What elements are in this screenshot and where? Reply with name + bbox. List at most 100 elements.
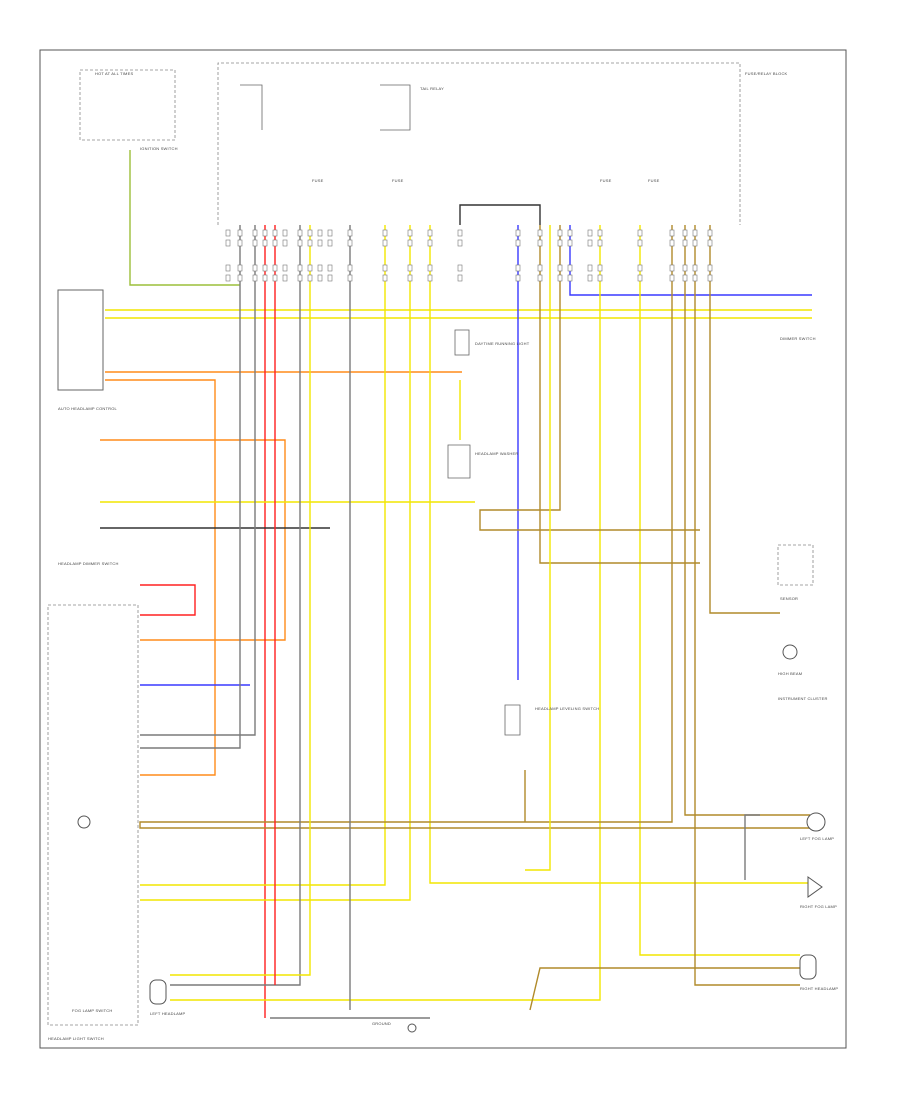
label-daytime-running-light: DAYTIME RUNNING LIGHT	[475, 341, 530, 346]
fuse-block-enclosure	[217, 62, 741, 225]
connector-pin	[272, 239, 278, 247]
connector-pin	[692, 239, 698, 247]
connector-pin	[637, 264, 643, 272]
connector-pin	[282, 229, 288, 237]
wire-yellow-34	[525, 225, 551, 871]
connector-pin	[407, 239, 413, 247]
connector-pin	[297, 239, 303, 247]
label-high-beam: HIGH BEAM	[778, 671, 802, 676]
left-headlamp-symbol	[149, 979, 167, 1005]
wire-brown-21	[479, 225, 700, 531]
wire-yellow-19	[639, 225, 800, 956]
ignition-switch-box	[79, 69, 176, 141]
wire-brown-24	[694, 225, 800, 986]
connector-pin	[682, 274, 688, 282]
wire-yellow-18	[170, 225, 601, 1001]
connector-pin	[347, 239, 353, 247]
wire-red-7	[140, 584, 196, 616]
connector-pin	[262, 239, 268, 247]
connector-pin	[537, 274, 543, 282]
connector-pin	[252, 239, 258, 247]
wire-black-33	[459, 204, 541, 225]
connector-pin	[669, 274, 675, 282]
connector-pin	[637, 239, 643, 247]
ground-symbol	[407, 1023, 417, 1033]
connector-pin	[707, 264, 713, 272]
connector-pin	[567, 239, 573, 247]
connector-pin	[347, 274, 353, 282]
relay-symbols	[240, 84, 521, 736]
connector-pin	[682, 239, 688, 247]
label-fuse-1: FUSE	[312, 178, 324, 183]
connector-pin	[225, 229, 231, 237]
connector-pin	[272, 229, 278, 237]
right-fog-lamp-symbol	[807, 876, 823, 898]
connector-pin	[225, 239, 231, 247]
connector-pin	[327, 274, 333, 282]
diagram-border	[39, 49, 847, 1049]
connector-pin	[407, 264, 413, 272]
connector-pin	[427, 264, 433, 272]
connector-pin	[707, 229, 713, 237]
connector-pin	[252, 274, 258, 282]
connector-pin	[682, 264, 688, 272]
label-right-fog-lamp: RIGHT FOG LAMP	[800, 904, 837, 909]
connector-pin	[637, 274, 643, 282]
connector-pin	[537, 239, 543, 247]
connector-pin	[317, 274, 323, 282]
connector-pin	[567, 274, 573, 282]
connector-pin	[237, 274, 243, 282]
component-labels: HOT AT ALL TIMES IGNITION SWITCH FUSE/RE…	[48, 71, 838, 1041]
connector-pin	[282, 239, 288, 247]
label-headlamp-washer: HEADLAMP WASHER	[475, 451, 518, 456]
connector-pin	[597, 274, 603, 282]
connector-pin	[382, 239, 388, 247]
connector-pin	[272, 274, 278, 282]
wire-brown-27	[529, 967, 800, 1011]
connector-pin	[457, 239, 463, 247]
connector-pin	[557, 229, 563, 237]
connector-pin	[407, 229, 413, 237]
label-hot-at-all-times: HOT AT ALL TIMES	[95, 71, 133, 76]
connector-pin	[515, 229, 521, 237]
connector-pin	[587, 229, 593, 237]
wire-yellow-15	[140, 225, 411, 901]
label-fuse-relay-block: FUSE/RELAY BLOCK	[745, 71, 788, 76]
connector-pin	[297, 264, 303, 272]
connector-pin	[587, 264, 593, 272]
label-fog-lamp-switch: FOG LAMP SWITCH	[72, 1008, 112, 1013]
connector-pin	[382, 229, 388, 237]
dimmer-indicator	[77, 815, 91, 829]
wire-gray-14	[140, 225, 256, 736]
right-headlamp-symbol	[799, 954, 817, 980]
connector-pin	[297, 229, 303, 237]
wire-orange-4	[105, 379, 216, 776]
connector-pin	[327, 229, 333, 237]
connector-pin	[567, 264, 573, 272]
connector-pin	[317, 239, 323, 247]
wire-yellow-16	[140, 225, 386, 886]
connector-pin	[597, 239, 603, 247]
connector-pin	[382, 264, 388, 272]
connector-pin	[557, 274, 563, 282]
wire-brown-25	[709, 225, 780, 614]
connector-pin	[307, 239, 313, 247]
label-ignition-switch: IGNITION SWITCH	[140, 146, 178, 151]
connector-pin	[262, 274, 268, 282]
connector-pin	[692, 274, 698, 282]
connector-pin	[457, 229, 463, 237]
connector-pin	[347, 229, 353, 237]
connector-pin	[237, 229, 243, 237]
connector-pin	[407, 274, 413, 282]
connector-pin	[262, 264, 268, 272]
connector-pin	[587, 274, 593, 282]
connector-pin	[692, 264, 698, 272]
label-headlamp-leveling: HEADLAMP LEVELING SWITCH	[535, 706, 599, 711]
connector-pin	[637, 229, 643, 237]
connector-pins	[225, 229, 713, 282]
connector-pin	[225, 264, 231, 272]
wire-brown-20	[539, 225, 700, 564]
wire-brown-22	[139, 225, 810, 829]
wire-gray-35	[744, 814, 760, 880]
connector-pin	[682, 229, 688, 237]
